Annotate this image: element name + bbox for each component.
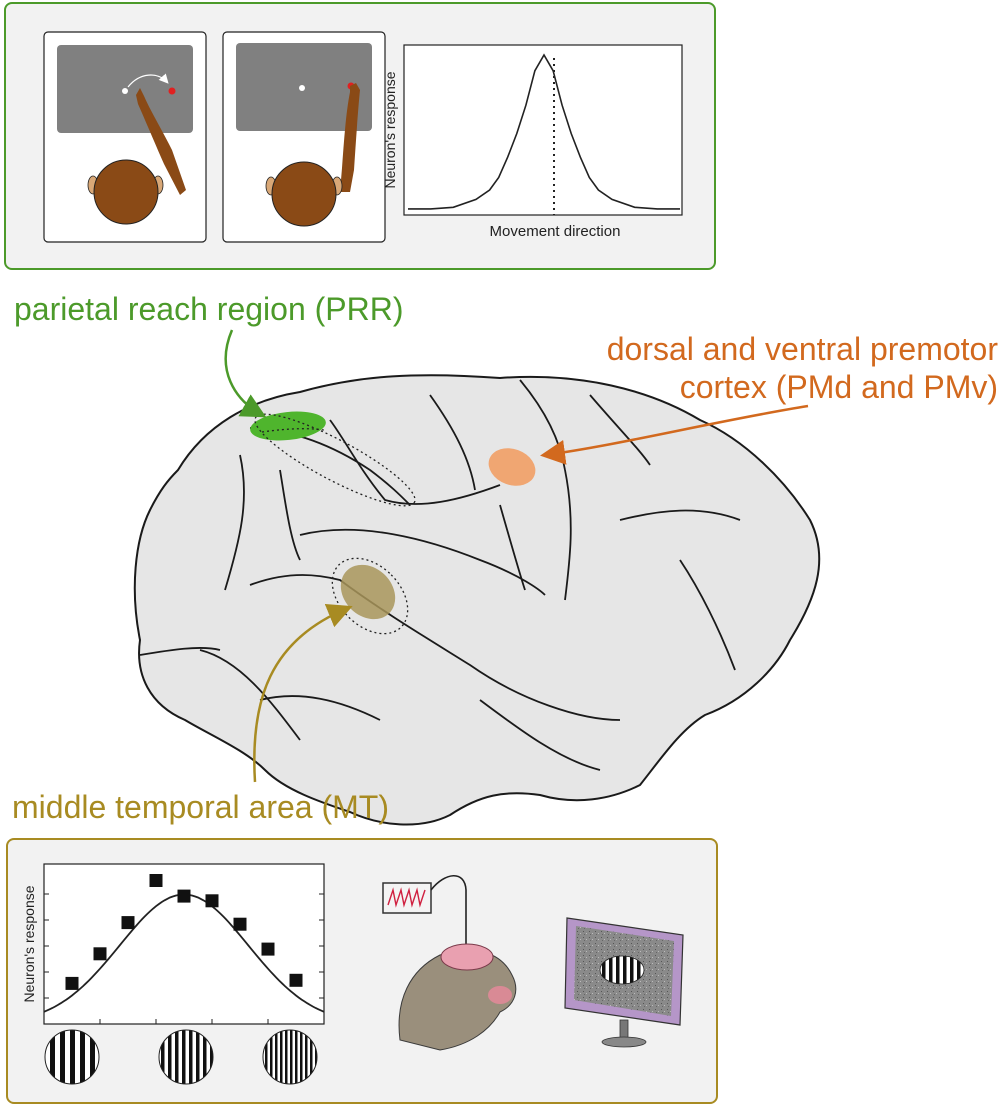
prr-label: parietal reach region (PRR) bbox=[14, 291, 404, 327]
data-point bbox=[65, 976, 79, 990]
data-point bbox=[205, 894, 219, 908]
premotor-label-line1: dorsal and ventral premotor bbox=[606, 331, 998, 367]
data-point bbox=[121, 916, 135, 930]
mt-outline bbox=[331, 557, 409, 635]
top-chart-xlabel: Movement direction bbox=[490, 223, 621, 240]
spatial-frequency-tuning-chart: Neuron's response bbox=[21, 863, 325, 1025]
spike-trace bbox=[387, 887, 426, 908]
monkey-arm bbox=[136, 88, 186, 195]
high-frequency-grating bbox=[262, 1029, 318, 1085]
exposed-brain bbox=[440, 943, 494, 971]
reach-scene-start bbox=[43, 31, 207, 243]
tuning-curve bbox=[408, 53, 680, 210]
data-point bbox=[233, 917, 247, 931]
data-point bbox=[93, 947, 107, 961]
premotor-area bbox=[488, 448, 536, 486]
movement-tuning-chart: Neuron's response Movement direction bbox=[382, 44, 683, 240]
monitor-stand bbox=[601, 1036, 647, 1048]
reach-scene-end bbox=[222, 31, 386, 243]
bottom-chart-ylabel: Neuron's response bbox=[21, 885, 37, 1002]
recording-setup bbox=[382, 874, 517, 1051]
premotor-arrow bbox=[540, 404, 809, 465]
mt-arrow bbox=[253, 604, 353, 783]
monkey-brain bbox=[133, 374, 821, 826]
monkey-head bbox=[93, 159, 159, 225]
low-frequency-grating bbox=[44, 1029, 100, 1085]
data-point bbox=[289, 973, 303, 987]
data-point bbox=[261, 942, 275, 956]
prr-outline bbox=[254, 413, 416, 507]
top-chart-ylabel: Neuron's response bbox=[382, 71, 398, 188]
fixation-dot bbox=[122, 88, 128, 94]
premotor-label-line2: cortex (PMd and PMv) bbox=[679, 369, 998, 405]
fixation-dot bbox=[299, 85, 305, 91]
brain-outline bbox=[133, 374, 821, 826]
monkey-body bbox=[398, 949, 517, 1051]
monitor-grating bbox=[599, 955, 645, 985]
data-points bbox=[65, 874, 303, 990]
prr-arrow bbox=[224, 329, 267, 418]
prr-area bbox=[250, 411, 326, 441]
monkey-head bbox=[271, 161, 337, 227]
mt-area bbox=[340, 564, 396, 620]
target-dot bbox=[168, 87, 176, 95]
grating-stimuli bbox=[44, 1029, 318, 1085]
chart-frame bbox=[403, 44, 683, 216]
monkey-arm bbox=[340, 83, 360, 192]
chart-frame bbox=[43, 863, 325, 1025]
stimulus-monitor bbox=[564, 917, 684, 1048]
premotor-label: dorsal and ventral premotor cortex (PMd … bbox=[607, 330, 998, 406]
data-point bbox=[177, 889, 191, 903]
monkey-face bbox=[488, 986, 512, 1004]
electrode-wire bbox=[430, 874, 467, 955]
mid-frequency-grating bbox=[158, 1029, 214, 1085]
mt-label: middle temporal area (MT) bbox=[12, 789, 389, 825]
data-point bbox=[149, 874, 163, 887]
